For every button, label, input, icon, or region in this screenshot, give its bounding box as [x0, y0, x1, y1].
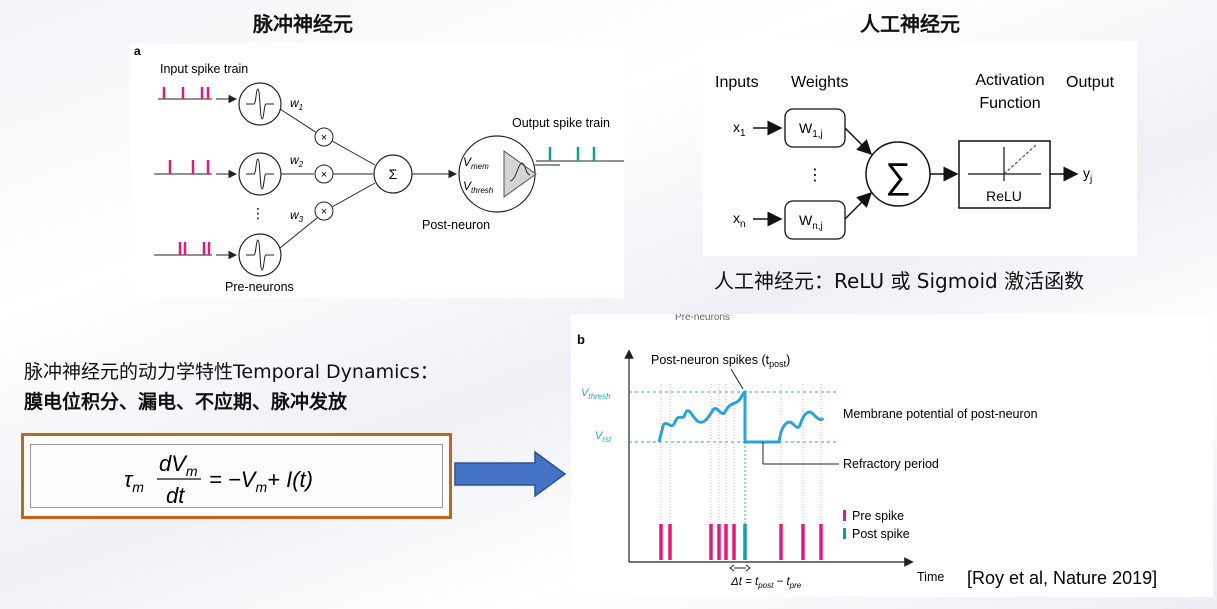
time-axis-label: Time [917, 570, 944, 584]
output-spike-train [536, 147, 624, 162]
snn-figure-panel: a Input spike train [130, 43, 624, 298]
activation-label-line1: Activation [975, 72, 1044, 89]
dynamics-description: 脉冲神经元的动力学特性Temporal Dynamics： [24, 361, 439, 383]
svg-text:W1,j: W1,j [799, 120, 823, 140]
input-spike-row-2 [154, 160, 212, 175]
svg-text:Vthresh: Vthresh [463, 179, 494, 195]
svg-text:Vmem: Vmem [463, 155, 489, 171]
title-spiking-neuron: 脉冲神经元 [253, 12, 353, 36]
svg-text:Σ: Σ [389, 166, 398, 182]
svg-text:∑: ∑ [885, 155, 911, 196]
svg-text:dVm: dVm [159, 451, 198, 479]
input-spike-row-1 [158, 87, 212, 100]
svg-text:τm: τm [124, 467, 144, 495]
pre-spike-marks [659, 524, 823, 560]
ann-figure-panel: Inputs Weights Activation Function Outpu… [703, 41, 1137, 256]
pre-spike-legend-swatch [843, 510, 846, 521]
post-neuron-spikes-label: Post-neuron spikes (tpost) [651, 353, 790, 369]
membrane-potential-label: Membrane potential of post-neuron [843, 407, 1038, 421]
svg-text:×: × [321, 132, 327, 144]
multiplier-1: × [314, 127, 334, 147]
relu-activation-box: ReLU [958, 140, 1051, 209]
membrane-equation-box: τm dVm dt = −Vm+ I(t) [21, 433, 452, 519]
membrane-equation: τm dVm dt = −Vm+ I(t) [124, 451, 313, 508]
refractory-period-label: Refractory period [843, 457, 939, 471]
ann-sum-node: ∑ [865, 141, 931, 207]
membrane-potential-plot: Pre-neurons b Vthresh Vrst Post-neuron s… [577, 312, 1157, 590]
weight-w1: w1 [290, 96, 303, 112]
inputs-label: Inputs [715, 74, 759, 91]
sum-node: Σ [373, 154, 413, 194]
pre-neuron-2 [238, 152, 282, 196]
input-xn: xn [733, 210, 746, 230]
spike-guide-lines [660, 384, 822, 524]
svg-text:= −Vm+ I(t): = −Vm+ I(t) [209, 467, 313, 495]
ann-caption: 人工神经元：ReLU 或 Sigmoid 激活函数 [714, 269, 1085, 293]
svg-text:dt: dt [166, 483, 185, 508]
post-neuron-label: Post-neuron [422, 218, 490, 232]
input-spike-row-3 [154, 242, 212, 256]
pre-neuron-ellipsis: ⋮ [251, 205, 265, 221]
input-spike-train-label: Input spike train [160, 62, 248, 76]
output-yj: yj [1083, 165, 1092, 185]
post-neuron: Vmem Vthresh [458, 135, 537, 213]
pre-spike-legend: Pre spike [852, 509, 904, 523]
post-spike-legend-swatch [843, 528, 846, 539]
dynamics-properties: 膜电位积分、漏电、不应期、脉冲发放 [24, 391, 348, 413]
panel-a-label: a [134, 44, 141, 58]
delta-t-formula: Δt = tpost − tpre [730, 576, 802, 590]
weight-box-1: W1,j [784, 108, 846, 148]
weight-box-n: Wn,j [784, 200, 846, 240]
title-artificial-neuron: 人工神经元 [860, 12, 960, 36]
svg-text:Wn,j: Wn,j [799, 212, 823, 232]
snn-diagram: a Input spike train [134, 44, 624, 294]
post-spike-legend: Post spike [852, 527, 910, 541]
svg-text:ReLU: ReLU [986, 188, 1022, 204]
pre-neurons-label: Pre-neurons [225, 280, 294, 294]
input-x1: x1 [733, 119, 746, 139]
multiplier-3: × [314, 201, 334, 221]
weight-w3: w3 [290, 208, 304, 224]
membrane-potential-curve [657, 390, 825, 444]
svg-text:×: × [321, 169, 327, 181]
weights-label: Weights [791, 74, 849, 91]
vthresh-label: Vthresh [581, 387, 611, 401]
panel-b-label: b [577, 332, 585, 347]
cut-off-text: Pre-neurons [675, 314, 730, 323]
membrane-potential-panel: Pre-neurons b Vthresh Vrst Post-neuron s… [571, 312, 1213, 597]
citation: [Roy et al, Nature 2019] [967, 568, 1157, 588]
output-spike-train-label: Output spike train [512, 116, 610, 130]
output-label: Output [1066, 74, 1115, 91]
activation-label-line2: Function [979, 95, 1040, 112]
pre-neuron-3 [238, 233, 282, 277]
weight-w2: w2 [290, 153, 304, 169]
weight-ellipsis: ⋮ [807, 167, 823, 184]
ann-diagram: Inputs Weights Activation Function Outpu… [715, 72, 1115, 240]
vrst-label: Vrst [595, 430, 612, 444]
arrow-to-plot [454, 450, 567, 498]
pre-neuron-1 [238, 82, 282, 126]
multiplier-2: × [314, 164, 334, 184]
svg-text:×: × [321, 206, 327, 218]
